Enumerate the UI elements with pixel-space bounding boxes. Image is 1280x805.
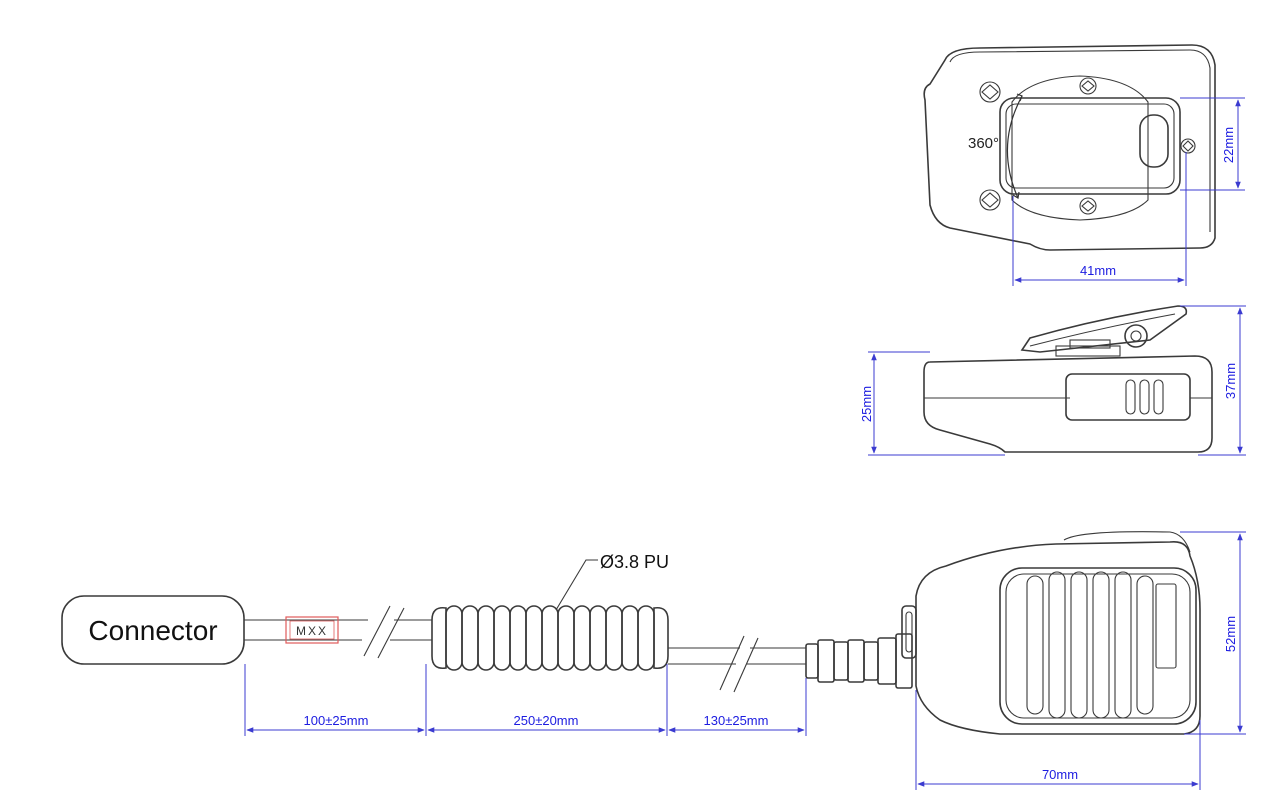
rotation-label: 360° — [968, 135, 999, 152]
front-view: Connector MXX — [61, 531, 1246, 790]
top-view: 360° 22mm 41mm — [923, 44, 1245, 286]
dim-cable-segment-3: 130±25mm — [704, 713, 769, 728]
dim-top-clip-height: 22mm — [1221, 127, 1236, 163]
screw-icon — [1180, 138, 1196, 154]
screw-icon — [979, 189, 1001, 211]
cable-spec-label: Ø3.8 PU — [600, 552, 669, 572]
rotation-arrow-icon — [1006, 95, 1023, 199]
connector-box — [61, 595, 245, 665]
strain-relief — [805, 633, 913, 689]
dim-side-total-height: 37mm — [1223, 363, 1238, 399]
connector-label: Connector — [88, 615, 217, 646]
dim-front-height: 52mm — [1223, 616, 1238, 652]
dim-cable-segment-1: 100±25mm — [304, 713, 369, 728]
coiled-cable — [431, 605, 669, 671]
cable-tag-label: MXX — [296, 624, 328, 638]
dim-front-width: 70mm — [1042, 767, 1078, 782]
side-view: 25mm 37mm — [859, 305, 1246, 456]
screw-icon — [1079, 197, 1097, 215]
screw-icon — [979, 81, 1001, 103]
dim-cable-segment-2: 250±20mm — [514, 713, 579, 728]
cable-tag — [285, 616, 339, 644]
screw-icon — [1079, 77, 1097, 95]
dim-top-clip-width: 41mm — [1080, 263, 1116, 278]
dim-side-body-height: 25mm — [859, 386, 874, 422]
